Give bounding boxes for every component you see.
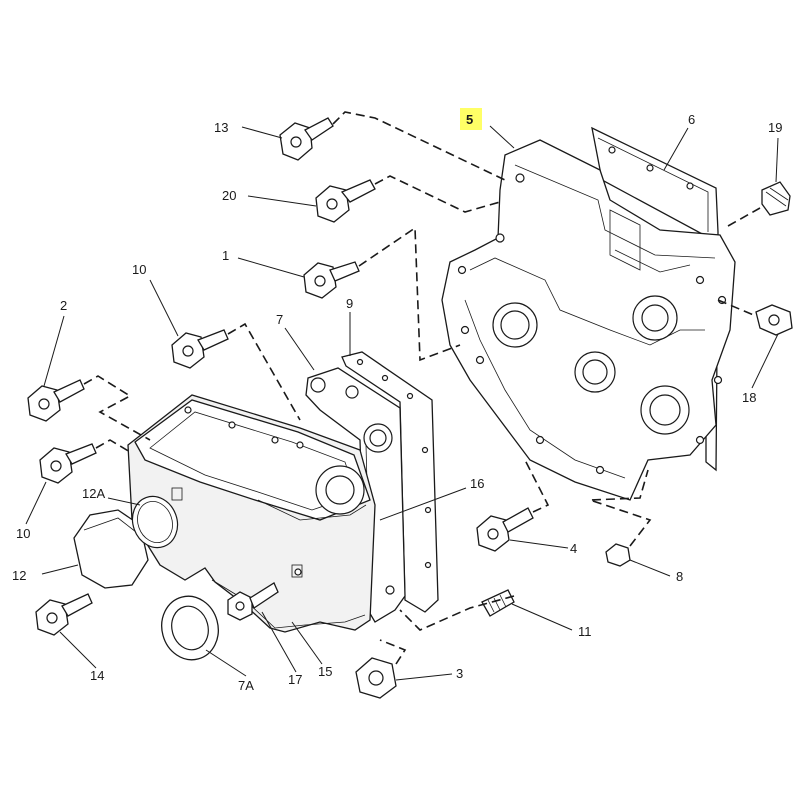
callout-14: 14	[90, 668, 104, 683]
nut-3	[355, 657, 397, 699]
callout-10-top: 10	[132, 262, 146, 277]
callout-12: 12	[12, 568, 26, 583]
callout-17: 17	[288, 672, 302, 687]
leader-lines	[25, 125, 779, 681]
callout-8: 8	[676, 569, 683, 584]
callout-19: 19	[768, 120, 782, 135]
bolt-20	[315, 179, 376, 223]
stud-11	[481, 589, 515, 617]
callout-10-bottom: 10	[16, 526, 30, 541]
bolt-13	[279, 117, 334, 161]
callout-2: 2	[60, 298, 67, 313]
callout-13: 13	[214, 120, 228, 135]
callout-3: 3	[456, 666, 463, 681]
front-cover-15	[127, 394, 376, 633]
callout-6: 6	[688, 112, 695, 127]
bolt-1	[303, 261, 360, 299]
gasket-9	[341, 351, 439, 613]
callout-18: 18	[742, 390, 756, 405]
plug-18	[755, 304, 793, 336]
callout-4: 4	[570, 541, 577, 556]
bolt-14	[35, 593, 93, 636]
o-ring-12A	[131, 495, 179, 549]
bolt-4	[476, 507, 534, 552]
callout-16: 16	[470, 476, 484, 491]
plug-19	[761, 181, 791, 216]
callout-11: 11	[578, 624, 592, 639]
callout-7A: 7A	[238, 678, 254, 693]
assembly-lines	[83, 111, 761, 665]
bolt-2	[27, 379, 85, 422]
seal-7A	[161, 595, 219, 661]
plug-8	[605, 543, 631, 567]
gasket-6	[591, 126, 719, 472]
bolt-10-top	[171, 329, 229, 369]
timing-housing-5	[441, 139, 736, 501]
callout-5: 5	[466, 112, 473, 127]
cover-plate-7	[305, 367, 406, 623]
callout-7: 7	[276, 312, 283, 327]
bolt-17	[227, 582, 279, 621]
callout-20: 20	[222, 188, 236, 203]
callout-5-highlight	[460, 108, 482, 130]
bolt-10-bottom	[39, 443, 97, 484]
callout-9: 9	[346, 296, 353, 311]
callout-labels: 13 5 6 19 20 1 10 7 9 2 18 16 10 12A 4 8…	[12, 112, 782, 693]
callout-1: 1	[222, 248, 229, 263]
cap-12	[73, 509, 149, 589]
callout-15: 15	[318, 664, 332, 679]
callout-12A: 12A	[82, 486, 105, 501]
